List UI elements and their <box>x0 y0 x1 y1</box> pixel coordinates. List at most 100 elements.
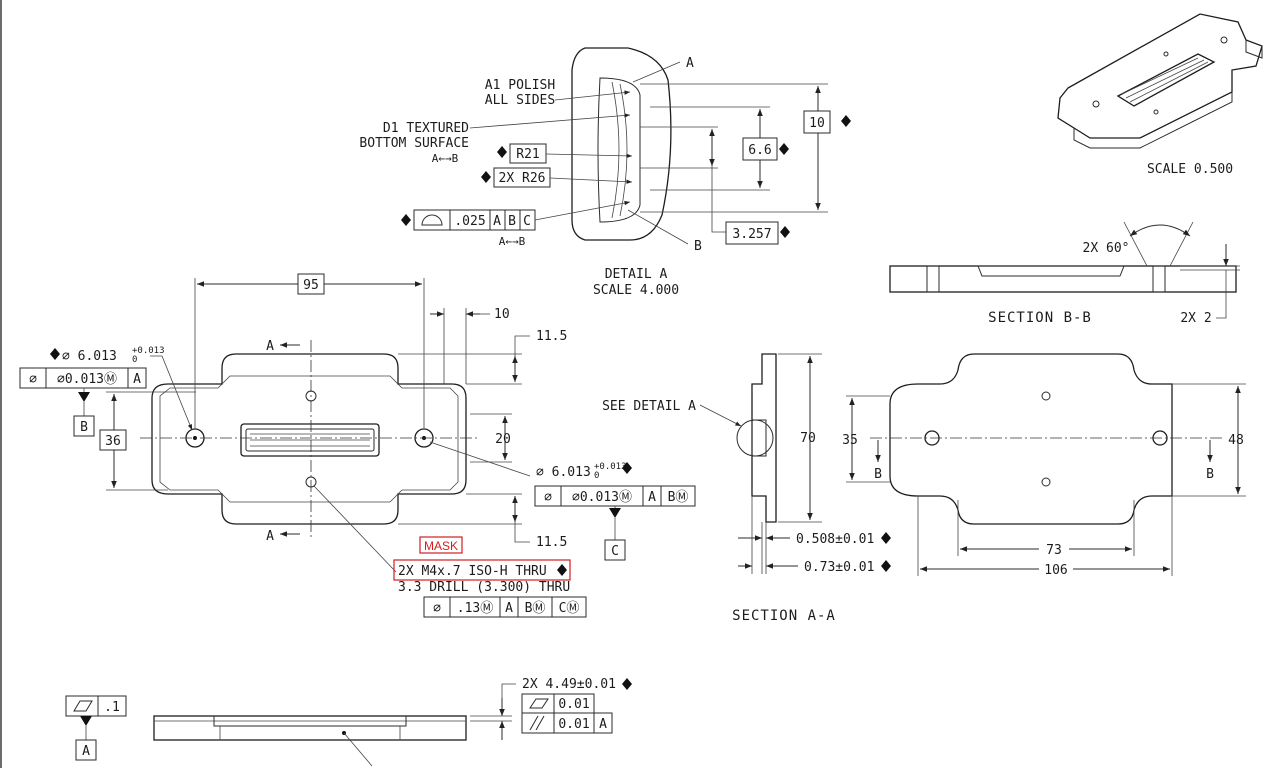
see-detail-a: SEE DETAIL A <box>602 399 696 414</box>
pos-right-symbol: ⌀ <box>544 490 552 505</box>
dim-6-6: 6.6 <box>748 143 771 158</box>
note-polish-1: A1 POLISH <box>485 78 555 93</box>
note-textured-1: D1 TEXTURED <box>383 121 469 136</box>
section-aa-title: SECTION A-A <box>732 608 836 624</box>
hole-right-tol-lower: 0 <box>594 471 599 481</box>
radius-r21: R21 <box>516 147 539 162</box>
bb-depth: 2X 2 <box>1180 311 1211 326</box>
profile-a-to-b: A←→B <box>499 235 526 248</box>
back-outline <box>889 353 1173 525</box>
section-mark-b-right: B <box>1206 467 1214 482</box>
iso-slot <box>1116 53 1216 107</box>
dim-4-49: 2X 4.49±0.01 <box>522 677 616 692</box>
note-polish-2: ALL SIDES <box>485 93 555 108</box>
detail-a: 10 6.6 3.257 A B A1 POLISH ALL SIDES D1 … <box>359 47 851 298</box>
hole-right-dia: ⌀ 6.013 <box>536 465 591 480</box>
detail-a-scale: SCALE 4.000 <box>593 283 679 298</box>
radius-box-r26 <box>493 167 551 188</box>
dim-10-top: 10 <box>494 307 510 322</box>
profile-tolerance: .025 <box>454 214 485 229</box>
section-bb-title: SECTION B-B <box>988 310 1092 326</box>
dim-73: 73 <box>1046 543 1062 558</box>
side-datum-a: A <box>82 744 90 759</box>
section-mark-b-left: B <box>874 467 882 482</box>
detail-a-title: DETAIL A <box>605 267 668 282</box>
back-view: B B 35 48 73 106 <box>842 353 1246 578</box>
detail-a-circle <box>736 419 774 457</box>
section-mark-top: A <box>266 339 274 354</box>
dim-70: 70 <box>800 431 816 446</box>
isometric-view: SCALE 0.500 <box>1057 13 1263 177</box>
thread-callout: 2X M4x.7 ISO-H THRU <box>398 564 547 579</box>
dim-95: 95 <box>303 278 319 293</box>
dim-11-5-bottom: 11.5 <box>536 535 567 550</box>
section-b-b: 2X 60° 2X 2 SECTION B-B <box>889 221 1240 326</box>
flatness-tolerance: .1 <box>104 700 120 715</box>
parallel-tolerance: 0.01 <box>558 717 589 732</box>
detail-a-pocket <box>597 77 641 223</box>
thread-callout-box <box>393 559 571 581</box>
pos-right-datum-b: BⓂ <box>668 490 689 505</box>
pos-holes-tolerance: .13Ⓜ <box>457 601 493 616</box>
datum-c: C <box>611 544 619 559</box>
mask-tag <box>419 536 463 554</box>
dim-0-508: 0.508±0.01 <box>796 532 874 547</box>
dim-20: 20 <box>495 432 511 447</box>
parallel-datum: A <box>599 717 607 732</box>
detail-a-section <box>571 47 672 241</box>
top-view: A A 95 10 11.5 11.5 20 36 ⌀ 6.013 <box>19 273 696 618</box>
radius-box-r21 <box>509 143 547 164</box>
profile-datum-b: B <box>508 214 516 229</box>
iso-scale: SCALE 0.500 <box>1147 162 1233 177</box>
dim-11-5-top: 11.5 <box>536 329 567 344</box>
datum-b: B <box>80 420 88 435</box>
side-outline <box>153 715 467 741</box>
dim-3-257: 3.257 <box>732 227 771 242</box>
hole-left-dia: ⌀ 6.013 <box>62 349 117 364</box>
flatness2-tolerance: 0.01 <box>558 697 589 712</box>
leader-label-a: A <box>686 56 694 71</box>
pos-left-datum: A <box>133 372 141 387</box>
section-aa-profile <box>751 353 777 523</box>
pos-holes-datum-a: A <box>505 601 513 616</box>
bb-angle: 2X 60° <box>1083 241 1130 256</box>
top-outline <box>151 353 467 525</box>
dim-48: 48 <box>1228 433 1244 448</box>
dim-10: 10 <box>809 116 825 131</box>
flatness-symbol <box>65 695 99 717</box>
dim-35: 35 <box>842 433 858 448</box>
hole-left-tol-upper: +0.013 <box>132 346 165 356</box>
pos-right-datum-a: A <box>648 490 656 505</box>
dim-box-3-257 <box>725 221 779 245</box>
dim-0-73: 0.73±0.01 <box>804 560 874 575</box>
profile-symbol <box>413 209 451 231</box>
profile-datum-a: A <box>493 214 501 229</box>
pos-holes-datum-c: CⓂ <box>559 601 580 616</box>
radius-r26: 2X R26 <box>499 171 546 186</box>
pos-left-symbol: ⌀ <box>29 372 37 387</box>
section-mark-bottom: A <box>266 529 274 544</box>
flatness2-symbol <box>521 693 555 714</box>
section-a-a: SEE DETAIL A 70 0.508±0.01 0.73±0.01 SEC… <box>602 353 891 624</box>
dim-box-10 <box>803 110 831 134</box>
profile-datum-c: C <box>523 214 531 229</box>
dim-36: 36 <box>105 434 121 449</box>
drill-callout: 3.3 DRILL (3.300) THRU <box>398 580 570 595</box>
top-slot <box>240 423 380 457</box>
hole-left-tol-lower: 0 <box>132 355 137 365</box>
side-view: .1 A 2X 4.49±0.01 0.01 0.01 A <box>65 677 632 767</box>
pos-right-tolerance: ⌀0.013Ⓜ <box>572 490 632 505</box>
hole-right-tol-upper: +0.013 <box>594 462 627 472</box>
note-a-to-b: A←→B <box>432 152 459 165</box>
pos-holes-symbol: ⌀ <box>433 601 441 616</box>
dim-106: 106 <box>1044 563 1067 578</box>
note-textured-2: BOTTOM SURFACE <box>359 136 469 151</box>
dim-box-6-6 <box>742 137 778 161</box>
pos-holes-datum-b: BⓂ <box>525 601 546 616</box>
key-characteristic-diamond <box>841 115 851 127</box>
pos-left-tolerance: ⌀0.013Ⓜ <box>57 372 117 387</box>
leader-label-b: B <box>694 239 702 254</box>
mask-label: MASK <box>424 539 458 553</box>
